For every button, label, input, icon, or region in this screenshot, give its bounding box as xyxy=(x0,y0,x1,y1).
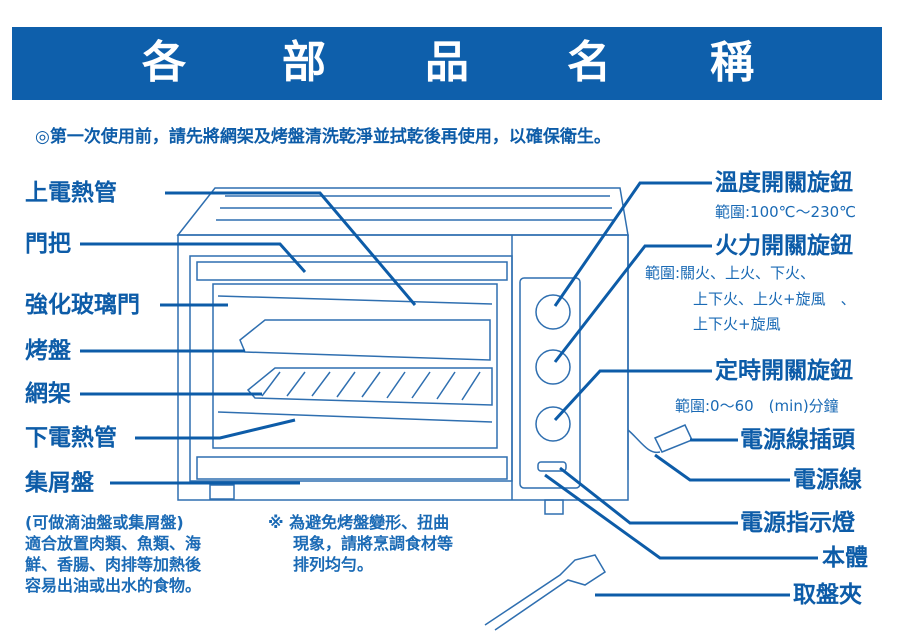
oven-window xyxy=(212,283,498,449)
label-body: 本體 xyxy=(822,545,868,571)
note-line: 排列均勻。 xyxy=(293,555,374,574)
label-crumb-tray: 集屑盤 xyxy=(25,470,94,496)
label-wire-rack: 網架 xyxy=(25,381,71,407)
note-line: (可做滴油盤或集屑盤) xyxy=(25,513,184,532)
power-plug xyxy=(653,424,694,453)
title-char: 名 xyxy=(567,37,611,88)
control-panel xyxy=(519,277,581,489)
note-line: 現象，請將烹調食材等 xyxy=(293,534,454,553)
usage-note: ◎第一次使用前，請先將網架及烤盤清洗乾淨並拭乾後再使用，以確保衛生。 xyxy=(35,127,611,147)
fire-range-line: 上下火+旋風 xyxy=(693,315,781,333)
label-glass-door: 強化玻璃門 xyxy=(25,292,140,318)
door-handle xyxy=(196,261,508,281)
label-power-plug: 電源線插頭 xyxy=(740,427,855,453)
title-band xyxy=(12,27,882,100)
title-char: 稱 xyxy=(710,37,754,88)
baking-tray xyxy=(239,319,491,361)
power-indicator xyxy=(537,461,567,472)
timer-knob xyxy=(535,406,571,442)
tongs xyxy=(484,554,607,631)
label-baking-tray: 烤盤 xyxy=(25,338,71,364)
fire-knob xyxy=(535,349,571,385)
label-fire-knob: 火力開關旋鈕 xyxy=(715,233,853,259)
fire-range-line: 範圍:關火、上火、下火、 xyxy=(645,264,816,282)
label-power-indicator: 電源指示燈 xyxy=(740,510,855,536)
label-timer-knob: 定時開關旋鈕 xyxy=(715,358,853,384)
note-line: ※ 為避免烤盤變形、扭曲 xyxy=(268,513,450,532)
label-lower-heating-element: 下電熱管 xyxy=(25,425,117,451)
warning-note: ※ 為避免烤盤變形、扭曲 現象，請將烹調食材等 排列均勻。 xyxy=(268,512,453,575)
title-char: 各 xyxy=(142,37,186,88)
glass-door xyxy=(189,255,513,482)
label-upper-heating-element: 上電熱管 xyxy=(25,180,117,206)
timer-range: 範圍:0～60 (min)分鐘 xyxy=(675,397,839,415)
note-line: 適合放置肉類、魚類、海 xyxy=(25,534,202,553)
label-power-cord: 電源線 xyxy=(793,467,862,493)
oven-top xyxy=(176,187,629,236)
title-char: 品 xyxy=(425,37,469,88)
note-line: 容易出油或出水的食物。 xyxy=(25,576,202,595)
crumb-tray-note: (可做滴油盤或集屑盤) 適合放置肉類、魚類、海 鮮、香腸、肉排等加熱後 容易出油… xyxy=(25,512,201,596)
temp-range: 範圍:100℃～230℃ xyxy=(715,203,857,221)
title-char: 部 xyxy=(282,37,326,88)
temp-knob xyxy=(535,294,571,330)
label-door-handle: 門把 xyxy=(25,231,71,257)
wire-rack xyxy=(246,367,493,406)
label-temp-knob: 溫度開關旋鈕 xyxy=(715,170,853,196)
crumb-tray xyxy=(196,456,508,480)
label-tongs: 取盤夾 xyxy=(793,582,862,608)
fire-range-line: 上下火、上火+旋風 、 xyxy=(693,290,856,308)
note-line: 鮮、香腸、肉排等加熱後 xyxy=(25,555,202,574)
